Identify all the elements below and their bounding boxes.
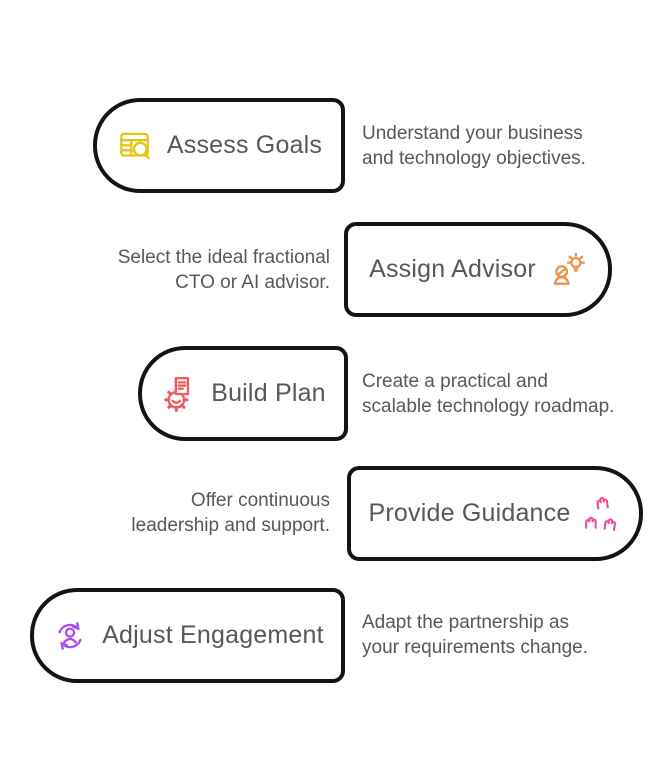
table-search-icon (116, 127, 154, 165)
step-3-pill-build-plan: Build Plan (138, 346, 348, 441)
step-4-label: Provide Guidance (368, 499, 571, 527)
step-2-pill-assign-advisor: Assign Advisor (344, 222, 612, 317)
step-5-description: Adapt the partnership as your requiremen… (362, 610, 588, 660)
step-1-description-line-1: Understand your business (362, 123, 583, 144)
step-4-description-line-1: Offer continuous (190, 490, 330, 511)
step-5-description-line-1: Adapt the partnership as (362, 612, 570, 633)
step-2-description-line-2: CTO or AI advisor. (175, 272, 330, 293)
step-4-pill-provide-guidance: Provide Guidance (347, 466, 643, 561)
gear-document-icon (160, 375, 198, 413)
step-4-description: Offer continuous leadership and support. (131, 488, 330, 538)
step-3-description-line-2: scalable technology roadmap. (362, 396, 615, 417)
step-3-label: Build Plan (211, 379, 326, 407)
step-1-description-line-2: and technology objectives. (362, 148, 586, 169)
advisor-lightbulb-icon (549, 251, 587, 289)
step-2-description-line-1: Select the ideal fractional (117, 247, 330, 268)
step-2-label: Assign Advisor (369, 255, 536, 283)
step-3-description: Create a practical and scalable technolo… (362, 369, 614, 419)
step-3-description-line-1: Create a practical and (362, 371, 548, 392)
step-1-label: Assess Goals (166, 131, 323, 159)
step-1-description: Understand your business and technology … (362, 121, 586, 171)
step-1-pill-assess-goals: Assess Goals (93, 98, 345, 193)
step-4-description-line-2: leadership and support. (131, 515, 330, 536)
raised-hands-icon (583, 495, 621, 533)
person-refresh-icon (51, 617, 89, 655)
step-5-description-line-2: your requirements change. (362, 637, 589, 658)
step-5-label: Adjust Engagement (102, 621, 324, 649)
step-5-pill-adjust-engagement: Adjust Engagement (30, 588, 345, 683)
step-2-description: Select the ideal fractional CTO or AI ad… (118, 245, 330, 295)
